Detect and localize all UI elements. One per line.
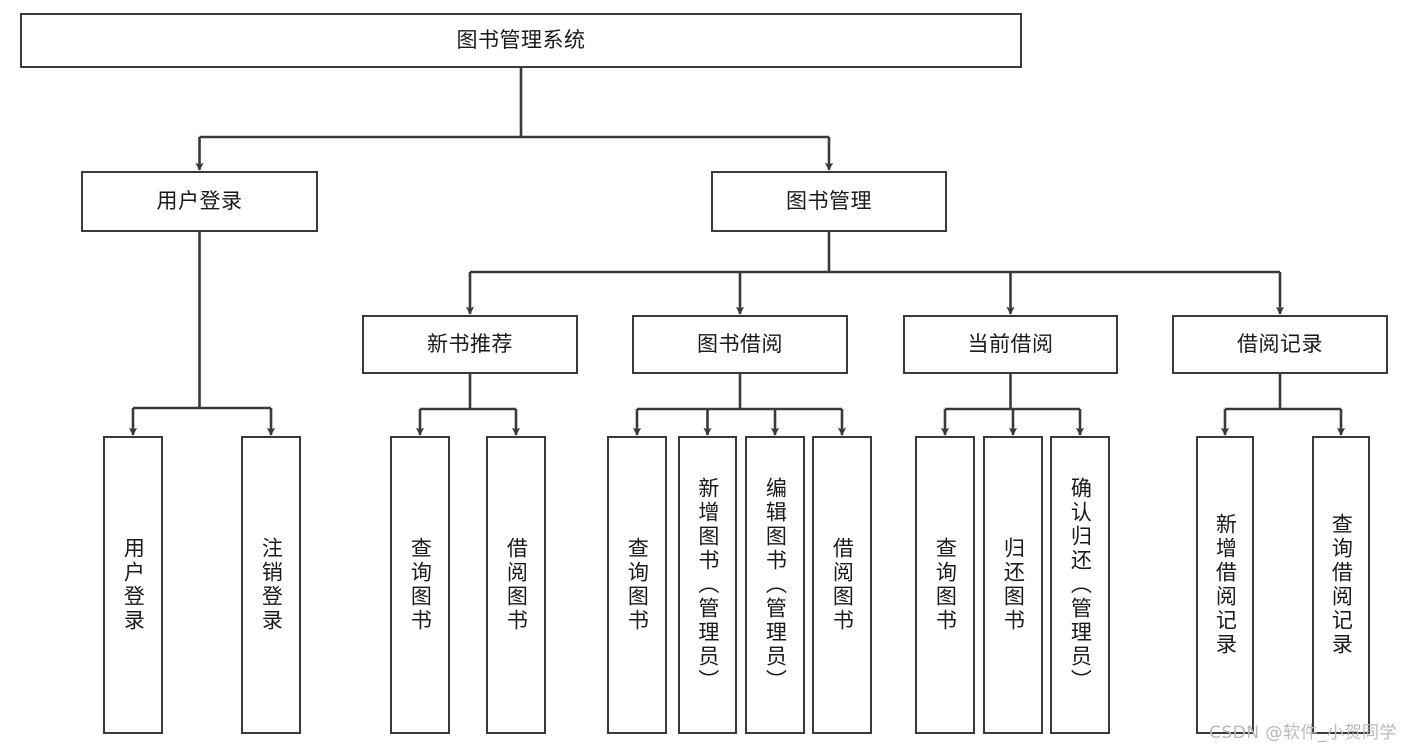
node-leaf-query-book-2[interactable]: 查询图书 <box>607 436 667 734</box>
node-leaf-borrow-book-2[interactable]: 借阅图书 <box>812 436 872 734</box>
node-label-leaf-query-borrow-record: 查询借阅记录 <box>1329 513 1354 657</box>
node-new-book-recommend[interactable]: 新书推荐 <box>362 315 578 374</box>
node-label-new-book-recommend: 新书推荐 <box>427 332 513 357</box>
node-label-leaf-query-book-1: 查询图书 <box>408 537 433 633</box>
node-label-leaf-return-book: 归还图书 <box>1001 537 1026 633</box>
node-leaf-query-book-1[interactable]: 查询图书 <box>390 436 450 734</box>
node-label-leaf-logout: 注销登录 <box>259 537 284 633</box>
node-label-leaf-user-login: 用户登录 <box>121 537 146 633</box>
node-label-leaf-query-book-3: 查询图书 <box>933 537 958 633</box>
node-leaf-borrow-book-1[interactable]: 借阅图书 <box>486 436 546 734</box>
node-label-leaf-edit-book-admin: 编辑图书（管理员） <box>763 477 788 693</box>
node-book-management[interactable]: 图书管理 <box>711 171 947 232</box>
node-leaf-query-borrow-record[interactable]: 查询借阅记录 <box>1312 436 1370 734</box>
node-current-borrow[interactable]: 当前借阅 <box>903 315 1118 374</box>
node-leaf-logout[interactable]: 注销登录 <box>241 436 301 734</box>
node-leaf-query-book-3[interactable]: 查询图书 <box>915 436 975 734</box>
node-label-book-borrow: 图书借阅 <box>697 332 783 357</box>
node-label-user-login: 用户登录 <box>156 189 243 214</box>
node-leaf-return-book[interactable]: 归还图书 <box>983 436 1043 734</box>
node-label-root: 图书管理系统 <box>456 28 586 53</box>
node-label-leaf-borrow-book-2: 借阅图书 <box>830 537 855 633</box>
node-leaf-add-borrow-record[interactable]: 新增借阅记录 <box>1196 436 1254 734</box>
node-label-leaf-confirm-return-admin: 确认归还（管理员） <box>1068 477 1093 693</box>
node-label-book-management: 图书管理 <box>786 189 872 214</box>
node-leaf-confirm-return-admin[interactable]: 确认归还（管理员） <box>1050 436 1110 734</box>
node-leaf-add-book-admin[interactable]: 新增图书（管理员） <box>678 436 737 734</box>
node-label-leaf-add-borrow-record: 新增借阅记录 <box>1213 513 1238 657</box>
node-label-leaf-query-book-2: 查询图书 <box>625 537 650 633</box>
node-user-login[interactable]: 用户登录 <box>81 171 318 232</box>
node-label-leaf-add-book-admin: 新增图书（管理员） <box>695 477 720 693</box>
node-root[interactable]: 图书管理系统 <box>20 13 1022 68</box>
node-book-borrow[interactable]: 图书借阅 <box>632 315 848 374</box>
node-label-current-borrow: 当前借阅 <box>967 332 1054 357</box>
node-label-leaf-borrow-book-1: 借阅图书 <box>504 537 529 633</box>
node-leaf-edit-book-admin[interactable]: 编辑图书（管理员） <box>745 436 805 734</box>
node-label-borrow-record: 借阅记录 <box>1237 332 1323 357</box>
node-leaf-user-login[interactable]: 用户登录 <box>103 436 163 734</box>
node-borrow-record[interactable]: 借阅记录 <box>1172 315 1388 374</box>
